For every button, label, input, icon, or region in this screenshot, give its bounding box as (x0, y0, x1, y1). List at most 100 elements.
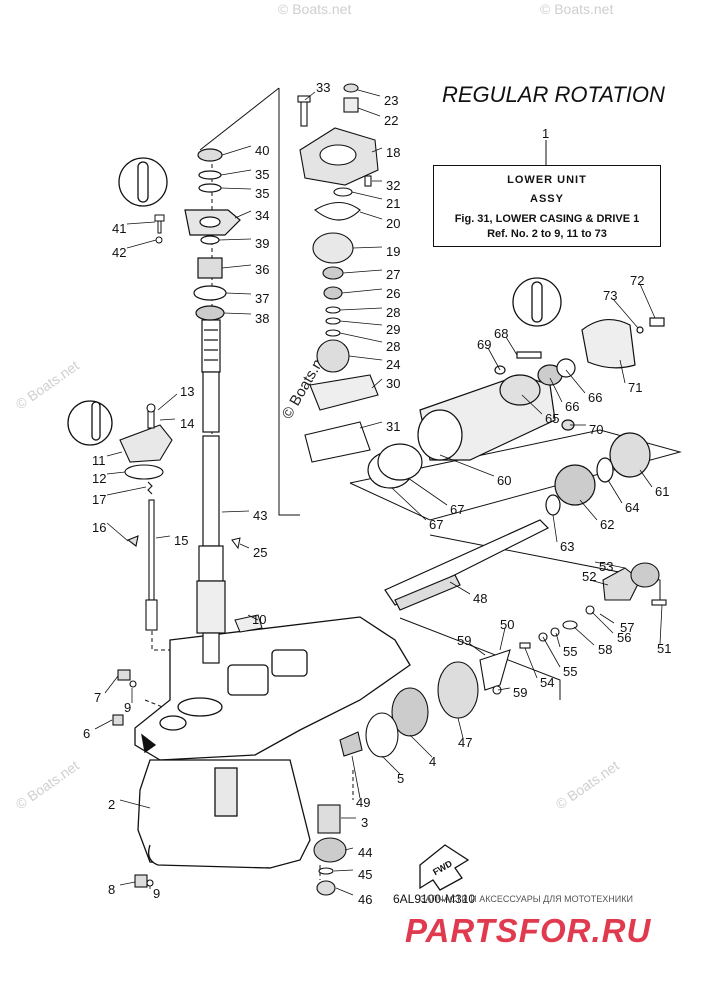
callout-leader (357, 89, 381, 97)
callout-number: 60 (497, 473, 511, 488)
callout-number: 55 (563, 644, 577, 659)
callout-number: 28 (386, 339, 400, 354)
callout-leader (497, 687, 511, 691)
callout-leader (247, 614, 259, 621)
callout-leader (351, 755, 361, 799)
callout-number: 61 (655, 484, 669, 499)
callout-number: 52 (582, 569, 596, 584)
callout-leader (409, 734, 433, 758)
callout-number: 37 (255, 291, 269, 306)
callout-number: 43 (253, 508, 267, 523)
callout-leader (371, 378, 383, 389)
callout-number: 16 (92, 520, 106, 535)
callout-leader (106, 522, 129, 542)
callout-number: 69 (477, 337, 491, 352)
callout-leader (552, 514, 558, 543)
callout-leader (487, 347, 501, 371)
callout-leader (589, 579, 609, 586)
callout-number: 51 (657, 641, 671, 656)
callout-leader (381, 755, 401, 775)
callout-leader (607, 479, 623, 504)
callout-number: 21 (386, 196, 400, 211)
drawing-code: 6AL9100-M310 (393, 892, 476, 906)
callout-leader (104, 675, 119, 694)
callout-number: 20 (386, 216, 400, 231)
callout-leader (239, 543, 250, 549)
callout-leader (594, 561, 626, 569)
clutch-assembly (365, 562, 667, 758)
ref-line-1: LOWER UNIT (507, 174, 587, 186)
callout-number: 33 (316, 80, 330, 95)
callout-number: 55 (563, 664, 577, 679)
callout-leader (220, 187, 252, 190)
callout-leader (391, 487, 427, 521)
callout-leader (542, 636, 561, 668)
callout-number: 65 (545, 411, 559, 426)
callout-leader (341, 288, 383, 294)
callout-leader (339, 320, 383, 326)
callout-leader (521, 394, 543, 415)
pin-25 (231, 537, 241, 550)
callout-number: 3 (361, 815, 368, 830)
callout-number: 26 (386, 286, 400, 301)
callout-number: 19 (386, 244, 400, 259)
callout-leader (342, 269, 383, 274)
callout-leader (407, 477, 448, 506)
diagram-title: REGULAR ROTATION (442, 82, 665, 107)
callout-number: 8 (108, 882, 115, 897)
callout-number: 15 (174, 533, 188, 548)
callout-number: 67 (429, 517, 443, 532)
callout-number: 27 (386, 267, 400, 282)
callout-leader (155, 535, 171, 539)
callout-leader (659, 604, 663, 645)
callout-number: 50 (500, 617, 514, 632)
callout-number: 64 (625, 500, 639, 515)
callout-number: 30 (386, 376, 400, 391)
callout-leader (106, 486, 147, 496)
callout-number: 13 (180, 384, 194, 399)
callout-leader (359, 421, 383, 429)
brand-tagline: ЗАПЧАСТИ И АКСЕССУАРЫ ДЛЯ МОТОТЕХНИКИ (420, 894, 633, 904)
ref-number: 1 (542, 126, 550, 141)
callout-leader (612, 298, 639, 329)
callout-leader (499, 627, 506, 651)
watermark: © Boats.net (13, 757, 82, 812)
callout-number: 11 (92, 453, 106, 468)
callout-number: 38 (255, 311, 269, 326)
callout-leader (106, 451, 123, 457)
callout-leader (579, 499, 598, 521)
callout-layer: 3323221832212019272628292824303140353534… (83, 80, 671, 907)
callout-number: 59 (457, 633, 471, 648)
callout-leader (119, 881, 136, 886)
callout-leader (371, 147, 383, 153)
callout-leader (351, 191, 383, 200)
callout-number: 58 (598, 642, 612, 657)
ref-line-3: Fig. 31, LOWER CASING & DRIVE 1 (454, 213, 640, 225)
callout-leader (639, 469, 653, 488)
callout-leader (639, 283, 656, 319)
callout-leader (119, 799, 151, 809)
callout-leader (234, 210, 252, 219)
callout-leader (344, 847, 354, 851)
callout-number: 5 (397, 771, 404, 786)
callout-number: 67 (450, 502, 464, 517)
callout-leader (335, 887, 354, 896)
callout-leader (359, 211, 383, 220)
callout-leader (591, 611, 614, 634)
callout-leader (469, 643, 486, 656)
callout-number: 9 (153, 886, 160, 901)
callout-number: 44 (358, 845, 372, 860)
watermark: © Boats.net (278, 1, 351, 17)
callout-number: 71 (628, 380, 642, 395)
grommet-10 (234, 614, 263, 633)
water-pump-assembly (297, 83, 379, 463)
callout-number: 10 (252, 612, 266, 627)
callout-number: 47 (458, 735, 472, 750)
callout-number: 9 (124, 700, 131, 715)
callout-leader (549, 377, 563, 403)
callout-leader (439, 454, 495, 477)
callout-leader (505, 336, 518, 356)
callout-number: 46 (358, 892, 372, 907)
bolt-41 (154, 214, 165, 244)
callout-number: 68 (494, 326, 508, 341)
